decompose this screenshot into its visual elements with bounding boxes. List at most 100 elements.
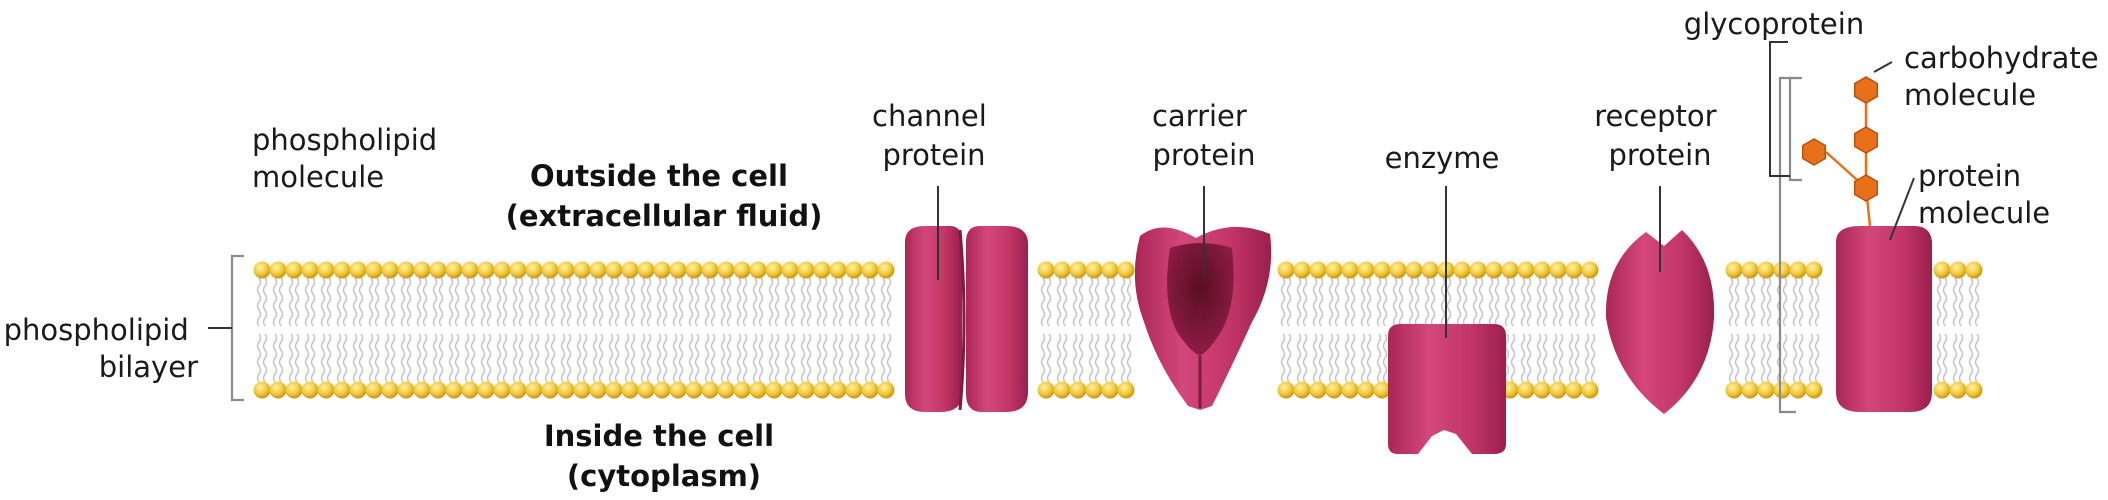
lipid-tail <box>1312 277 1318 327</box>
lipid-head <box>541 261 559 279</box>
lipid-head <box>1069 381 1087 399</box>
lipid-head <box>1373 261 1391 279</box>
carrier-protein-label: carrier protein <box>1152 99 1256 172</box>
lipid-head <box>429 381 447 399</box>
lipid-head <box>637 381 655 399</box>
lipid-tail <box>1750 277 1756 327</box>
lipid-tail <box>704 277 710 327</box>
lipid-tail <box>1766 277 1772 327</box>
lipid-tail <box>416 277 422 327</box>
lipid-tail <box>1328 277 1334 327</box>
lipid-tail <box>400 277 406 327</box>
lipid-tail <box>870 333 876 383</box>
lipid-head <box>861 261 879 279</box>
lipid-head <box>333 261 351 279</box>
lipid-tail <box>432 277 438 327</box>
lipid-head <box>493 261 511 279</box>
lipid-head <box>829 261 847 279</box>
lipid-head <box>1789 381 1807 399</box>
lipid-head <box>1725 381 1743 399</box>
lipid-tail <box>1536 333 1542 383</box>
lipid-tail <box>768 333 774 383</box>
lipid-tail <box>1296 333 1302 383</box>
lipid-tail <box>800 277 806 327</box>
lipid-tail <box>342 333 348 383</box>
lipid-head <box>1309 261 1327 279</box>
lipid-tail <box>1318 333 1324 383</box>
receptor-protein <box>1605 230 1715 414</box>
lipid-tail <box>678 333 684 383</box>
lipid-head <box>1581 261 1599 279</box>
carbohydrate-leader-line <box>1873 61 1893 73</box>
lipid-tail <box>688 277 694 327</box>
lipid-tail <box>1958 333 1964 383</box>
lipid-tail <box>1078 333 1084 383</box>
lipid-tail <box>1056 277 1062 327</box>
lipid-tail <box>576 333 582 383</box>
lipid-tail <box>1046 277 1052 327</box>
lipid-tail <box>1952 333 1958 383</box>
lipid-tail <box>1734 333 1740 383</box>
lipid-tail <box>1376 333 1382 383</box>
glycoprotein-bracket <box>1778 76 1796 414</box>
lipid-tail <box>1280 333 1286 383</box>
lipid-tail <box>1366 333 1372 383</box>
lipid-tail <box>1728 277 1734 327</box>
lipid-tail <box>1472 277 1478 327</box>
lipid-head <box>349 381 367 399</box>
lipid-tail <box>1936 277 1942 327</box>
lipid-head <box>1053 381 1071 399</box>
lipid-tail <box>528 333 534 383</box>
lipid-tail <box>1280 277 1286 327</box>
lipid-tail <box>1040 277 1046 327</box>
lipid-tail <box>422 333 428 383</box>
lipid-tail <box>352 333 358 383</box>
lipid-head <box>381 261 399 279</box>
lipid-tail <box>582 277 588 327</box>
lipid-tail <box>310 277 316 327</box>
lipid-tail <box>752 277 758 327</box>
lipid-head <box>349 261 367 279</box>
lipid-tail <box>512 277 518 327</box>
lipid-tail <box>438 333 444 383</box>
channel-protein <box>905 226 1028 412</box>
lipid-head <box>1117 261 1135 279</box>
outside-cell-label: Outside the cell (extracellular fluid) <box>506 159 823 233</box>
lipid-tail <box>838 277 844 327</box>
lipid-tail <box>1520 277 1526 327</box>
lipid-tail <box>630 333 636 383</box>
lipid-head <box>653 381 671 399</box>
lipid-tail <box>1552 277 1558 327</box>
lipid-tail <box>1376 277 1382 327</box>
lipid-tail <box>678 277 684 327</box>
lipid-head <box>1757 381 1775 399</box>
lipid-tail <box>1360 333 1366 383</box>
lipid-tail <box>1760 277 1766 327</box>
lipid-tail <box>1942 277 1948 327</box>
lipid-head <box>493 381 511 399</box>
enzyme <box>1388 324 1506 454</box>
lipid-tail <box>1120 333 1126 383</box>
lipid-head <box>781 381 799 399</box>
lipid-tail <box>710 333 716 383</box>
lipid-tail <box>486 333 492 383</box>
lipid-tail <box>278 277 284 327</box>
lipid-tail <box>1942 333 1948 383</box>
lipid-tail <box>1040 333 1046 383</box>
lipid-tail <box>480 333 486 383</box>
lipid-head <box>1085 381 1103 399</box>
lipid-tail <box>1094 277 1100 327</box>
lipid-tail <box>1286 277 1292 327</box>
lipid-tail <box>1056 333 1062 383</box>
lipid-tail <box>320 333 326 383</box>
lipid-tail <box>790 277 796 327</box>
lipid-tail <box>566 277 572 327</box>
lipid-tail <box>1590 333 1596 383</box>
lipid-tail <box>1478 277 1484 327</box>
lipid-head <box>845 381 863 399</box>
lipid-tail <box>1110 333 1116 383</box>
lipid-tail <box>1286 333 1292 383</box>
lipid-tail <box>534 277 540 327</box>
lipid-head <box>1741 261 1759 279</box>
lipid-head <box>1373 381 1391 399</box>
